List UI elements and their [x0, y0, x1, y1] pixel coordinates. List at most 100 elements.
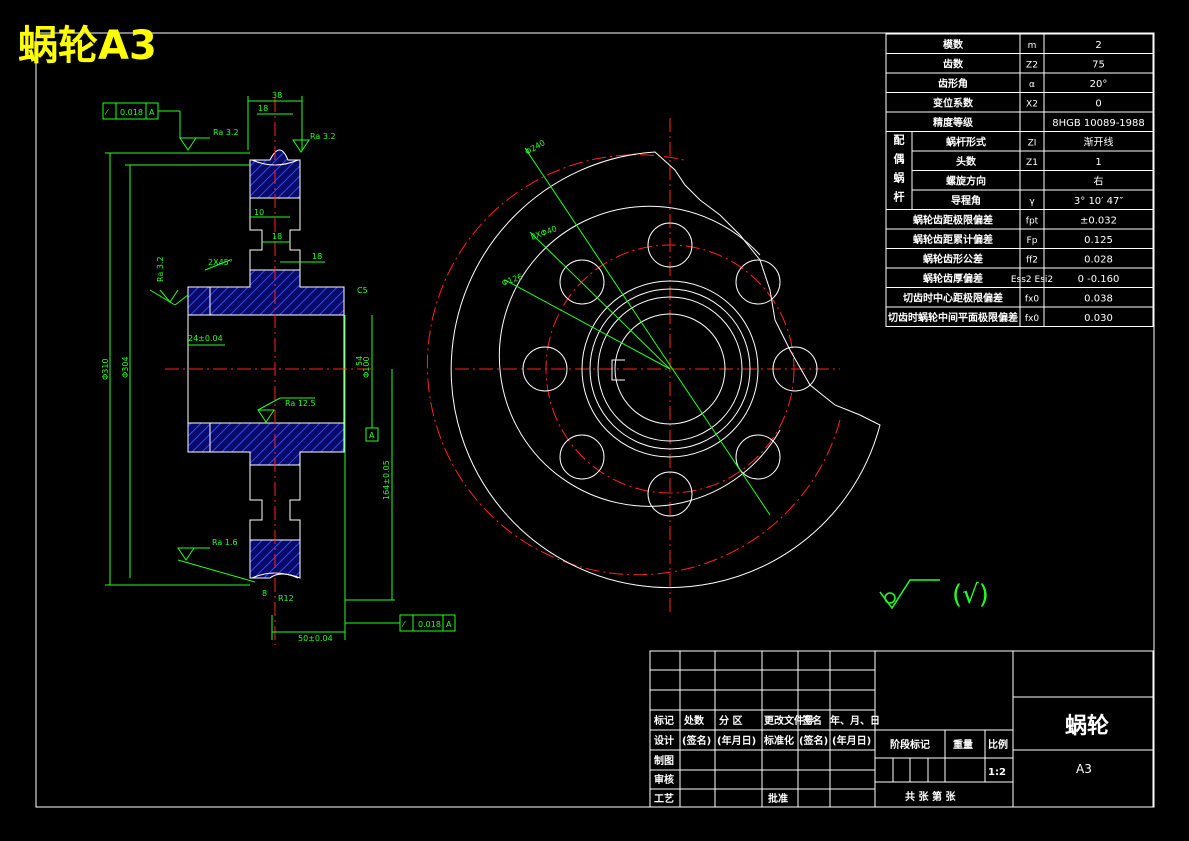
front-view: Φ240 8XΦ40 Φ126	[426, 118, 881, 615]
param-value: 0 -0.160	[1078, 274, 1120, 285]
tb-rev-h2: 分 区	[719, 714, 742, 727]
section-view: 38 18 10 18 18 2X45° C5 24±0.04 50±0.04 …	[101, 91, 456, 645]
param-symbol: Ess2 Esi2	[1011, 275, 1053, 285]
tb-r0-c4: 标准化	[763, 734, 794, 747]
tb-part-name: 蜗轮	[1065, 713, 1109, 739]
dim-18b: 18	[272, 232, 282, 241]
tb-stage: 阶段标记	[890, 738, 930, 751]
lightening-holes	[522, 222, 818, 517]
dim-phi126: Φ126	[501, 272, 524, 288]
pair-group-char: 杆	[894, 190, 905, 204]
rough-ra125: Ra 12.5	[285, 399, 316, 408]
pair-group-char: 配	[894, 133, 905, 147]
tb-rev-h3: 更改文件号	[764, 714, 814, 727]
dim-chamfer: 2X45°	[208, 258, 233, 267]
param-value: 0	[1095, 98, 1101, 109]
param-symbol: ZI	[1028, 138, 1037, 148]
tb-sheets: 共 张 第 张	[905, 790, 956, 803]
param-label: 蜗轮齿形公差	[923, 252, 983, 265]
drawing-border	[35, 32, 1155, 808]
param-symbol: fx0	[1025, 294, 1039, 304]
dim-phi240: Φ240	[524, 138, 547, 157]
tb-rev-h1: 处数	[683, 714, 705, 727]
param-value: 75	[1092, 59, 1105, 70]
hub-upper	[187, 269, 345, 316]
tb-r0-c1: 设计	[654, 734, 674, 747]
rough-ra16: Ra 1.6	[212, 538, 238, 547]
param-value: 0.038	[1084, 293, 1113, 304]
dim-50: 50±0.04	[298, 634, 333, 643]
tol-value-2: 0.018	[418, 620, 441, 629]
param-value: 0.125	[1084, 235, 1113, 246]
param-value: 2	[1095, 40, 1101, 51]
param-label: 蜗轮齿厚偏差	[923, 272, 983, 285]
title-block	[649, 650, 1154, 808]
dim-holes: 8XΦ40	[530, 224, 558, 242]
hub-lower	[187, 422, 345, 466]
param-label: 蜗杆形式	[946, 135, 986, 148]
dim-10: 10	[254, 208, 264, 217]
tb-r0-c5: (签名)	[799, 734, 828, 747]
tb-rev-h5: 年、月、日	[830, 714, 880, 727]
dim-18a: 18	[258, 104, 268, 113]
dim-38: 38	[272, 91, 282, 100]
general-roughness-symbol: (√)	[952, 580, 989, 610]
tb-r3-c1: 工艺	[654, 792, 674, 805]
tol-mark-2: ⁄	[401, 620, 406, 629]
pair-group-char: 蜗	[894, 171, 905, 185]
param-label: 螺旋方向	[946, 174, 986, 187]
param-value: 1	[1095, 157, 1101, 168]
param-label: 模数	[943, 38, 964, 51]
param-value: 8HGB 10089-1988	[1052, 118, 1145, 129]
param-value: 0.028	[1084, 254, 1113, 265]
param-value: 0.030	[1084, 313, 1113, 324]
param-value: 渐开线	[1084, 135, 1114, 148]
param-symbol: α	[1029, 80, 1035, 90]
param-value: 右	[1094, 174, 1104, 187]
tol-ref-1: A	[149, 108, 155, 117]
param-label: 精度等级	[933, 116, 974, 129]
param-label: 导程角	[951, 194, 981, 207]
rough-ra32b: Ra 3.2	[310, 132, 336, 141]
param-label: 变位系数	[933, 96, 974, 109]
tb-rev-h4: 签名	[801, 714, 822, 727]
dim-164: 164±0.05	[382, 460, 391, 500]
tb-r0-c3: (年月日)	[717, 734, 756, 747]
param-symbol: fpt	[1026, 216, 1039, 226]
tb-material: A3	[1076, 762, 1092, 776]
param-value: 20°	[1090, 79, 1108, 90]
param-label: 蜗轮齿距累计偏差	[913, 233, 993, 246]
dim-phi100: Φ100	[362, 356, 371, 378]
tb-r0-c6: (年月日)	[832, 734, 871, 747]
param-symbol: fx0	[1025, 314, 1039, 324]
dim-c5: C5	[357, 286, 368, 295]
dim-phi310: Φ310	[101, 358, 110, 380]
pair-group-char: 偶	[894, 152, 905, 166]
param-symbol: m	[1028, 41, 1037, 51]
drawing-title: 蜗轮A3	[18, 23, 157, 69]
tb-r0-c2: (签名)	[682, 734, 711, 747]
tb-rev-h0: 标记	[653, 714, 674, 727]
param-symbol: γ	[1029, 197, 1035, 207]
dim-r12: R12	[278, 594, 294, 603]
tol-ref-2: A	[446, 620, 452, 629]
dim-54: 54	[355, 356, 364, 366]
param-value: 3° 10′ 47″	[1074, 196, 1123, 207]
param-label: 头数	[956, 155, 977, 168]
param-symbol: Z2	[1026, 60, 1038, 70]
dim-8: 8	[262, 589, 267, 598]
param-label: 切齿时蜗轮中间平面极限偏差	[888, 311, 1018, 324]
tb-r3-c4: 批准	[768, 792, 788, 805]
rough-ra32c: Ra 3.2	[156, 256, 165, 282]
dim-24: 24±0.04	[188, 334, 223, 343]
dim-18c: 18	[312, 252, 322, 261]
tb-r1-c1: 制图	[654, 754, 674, 767]
tol-value-1: 0.018	[120, 108, 143, 117]
param-symbol: Z1	[1026, 158, 1038, 168]
dim-phi304: Φ304	[121, 356, 130, 378]
rough-ra32a: Ra 3.2	[213, 128, 239, 137]
tb-scale-label: 比例	[988, 738, 1008, 751]
param-label: 齿形角	[938, 77, 968, 90]
